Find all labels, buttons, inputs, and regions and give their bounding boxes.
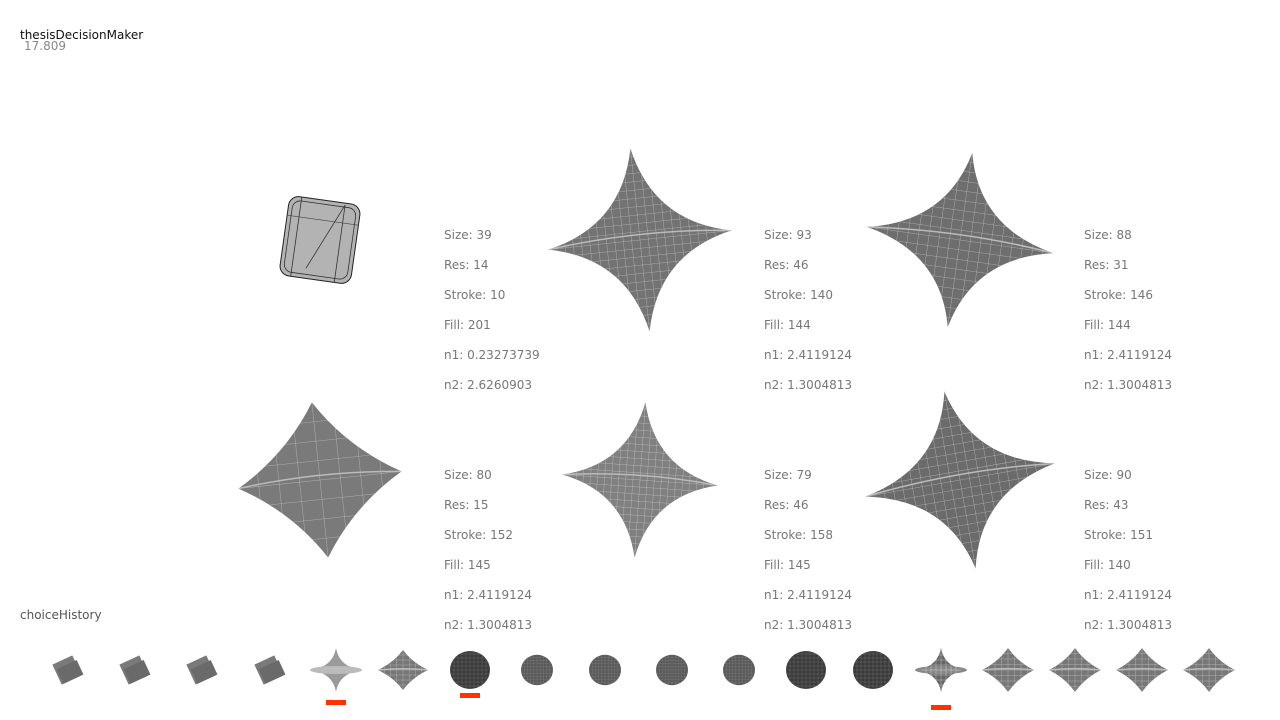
- shape-render: [119, 655, 151, 685]
- shape-render: [1116, 648, 1169, 692]
- history-item[interactable]: [843, 640, 903, 700]
- stat-res: Res: 31: [1084, 258, 1129, 272]
- history-item[interactable]: [239, 640, 299, 700]
- stat-stroke: Stroke: 146: [1084, 288, 1153, 302]
- shape-render: [655, 654, 688, 686]
- stat-n1: n1: 2.4119124: [764, 588, 852, 602]
- stat-res: Res: 46: [764, 258, 809, 272]
- stat-n2: n2: 1.3004813: [1084, 378, 1172, 392]
- option-shape-1[interactable]: [220, 140, 420, 340]
- shape-render: [232, 395, 408, 565]
- history-item[interactable]: [104, 640, 164, 700]
- stat-n1: n1: 2.4119124: [1084, 588, 1172, 602]
- stat-n1: n1: 2.4119124: [444, 588, 532, 602]
- shape-render: [860, 141, 1060, 339]
- history-item[interactable]: [709, 640, 769, 700]
- shape-render: [253, 655, 286, 685]
- stat-fill: Fill: 145: [764, 558, 811, 572]
- stat-fill: Fill: 144: [1084, 318, 1131, 332]
- history-item[interactable]: [642, 640, 702, 700]
- shape-render: [557, 397, 723, 563]
- history-item[interactable]: [776, 640, 836, 700]
- option-shape-4[interactable]: [220, 380, 420, 580]
- stat-size: Size: 39: [444, 228, 492, 242]
- shape-render: [1049, 648, 1101, 692]
- shape-render: [914, 648, 967, 692]
- history-item[interactable]: [306, 640, 366, 700]
- shape-render: [540, 140, 740, 340]
- shape-render: [186, 655, 218, 685]
- stat-n2: n2: 1.3004813: [1084, 618, 1172, 632]
- stat-stroke: Stroke: 158: [764, 528, 833, 542]
- shape-render: [723, 654, 755, 686]
- stat-fill: Fill: 201: [444, 318, 491, 332]
- shape-render: [309, 648, 362, 692]
- shape-render: [588, 654, 621, 686]
- history-item[interactable]: [1179, 640, 1239, 700]
- history-item[interactable]: [373, 640, 433, 700]
- selection-marker: [460, 693, 481, 698]
- stat-n1: n1: 2.4119124: [764, 348, 852, 362]
- shape-render: [378, 650, 428, 690]
- option-stats-4: Size: 80 Res: 15 Stroke: 152 Fill: 145 n…: [444, 450, 532, 640]
- stat-n1: n1: 2.4119124: [1084, 348, 1172, 362]
- option-stats-1: Size: 39 Res: 14 Stroke: 10 Fill: 201 n1…: [444, 210, 540, 400]
- history-item[interactable]: [575, 640, 635, 700]
- shape-render: [521, 654, 554, 686]
- app-title: thesisDecisionMaker: [20, 28, 144, 42]
- history-item[interactable]: [37, 640, 97, 700]
- option-stats-3: Size: 88 Res: 31 Stroke: 146 Fill: 144 n…: [1084, 210, 1172, 400]
- shape-render: [981, 648, 1034, 692]
- stat-res: Res: 15: [444, 498, 489, 512]
- stat-fill: Fill: 140: [1084, 558, 1131, 572]
- fps-counter: 17.809: [24, 39, 66, 53]
- history-item[interactable]: [1045, 640, 1105, 700]
- stat-size: Size: 90: [1084, 468, 1132, 482]
- stat-n2: n2: 1.3004813: [444, 618, 532, 632]
- stat-n2: n2: 1.3004813: [764, 618, 852, 632]
- stat-fill: Fill: 145: [444, 558, 491, 572]
- history-label: choiceHistory: [20, 608, 102, 622]
- stat-size: Size: 93: [764, 228, 812, 242]
- option-shape-6[interactable]: [860, 380, 1060, 580]
- stat-res: Res: 43: [1084, 498, 1129, 512]
- shape-render: [786, 651, 827, 689]
- shape-render: [1183, 648, 1236, 692]
- option-shape-5[interactable]: [540, 380, 740, 580]
- shape-render: [853, 651, 894, 689]
- shape-render: [860, 380, 1060, 580]
- shape-render: [279, 196, 361, 284]
- history-item[interactable]: [171, 640, 231, 700]
- option-stats-2: Size: 93 Res: 46 Stroke: 140 Fill: 144 n…: [764, 210, 852, 400]
- shape-render: [450, 651, 491, 689]
- stat-n1: n1: 0.23273739: [444, 348, 540, 362]
- stat-stroke: Stroke: 151: [1084, 528, 1153, 542]
- selection-marker: [325, 700, 346, 705]
- option-stats-5: Size: 79 Res: 46 Stroke: 158 Fill: 145 n…: [764, 450, 852, 640]
- option-stats-6: Size: 90 Res: 43 Stroke: 151 Fill: 140 n…: [1084, 450, 1172, 640]
- history-item[interactable]: [1112, 640, 1172, 700]
- stat-res: Res: 46: [764, 498, 809, 512]
- stat-res: Res: 14: [444, 258, 489, 272]
- stat-size: Size: 88: [1084, 228, 1132, 242]
- option-shape-3[interactable]: [860, 140, 1060, 340]
- stat-stroke: Stroke: 140: [764, 288, 833, 302]
- selection-marker: [930, 705, 951, 710]
- history-item[interactable]: [507, 640, 567, 700]
- stat-fill: Fill: 144: [764, 318, 811, 332]
- history-item[interactable]: [978, 640, 1038, 700]
- stat-n2: n2: 2.6260903: [444, 378, 532, 392]
- stat-stroke: Stroke: 152: [444, 528, 513, 542]
- stat-stroke: Stroke: 10: [444, 288, 506, 302]
- shape-render: [52, 655, 84, 685]
- stat-n2: n2: 1.3004813: [764, 378, 852, 392]
- option-shape-2[interactable]: [540, 140, 740, 340]
- history-item[interactable]: [911, 640, 971, 700]
- stat-size: Size: 79: [764, 468, 812, 482]
- stat-size: Size: 80: [444, 468, 492, 482]
- history-item[interactable]: [440, 640, 500, 700]
